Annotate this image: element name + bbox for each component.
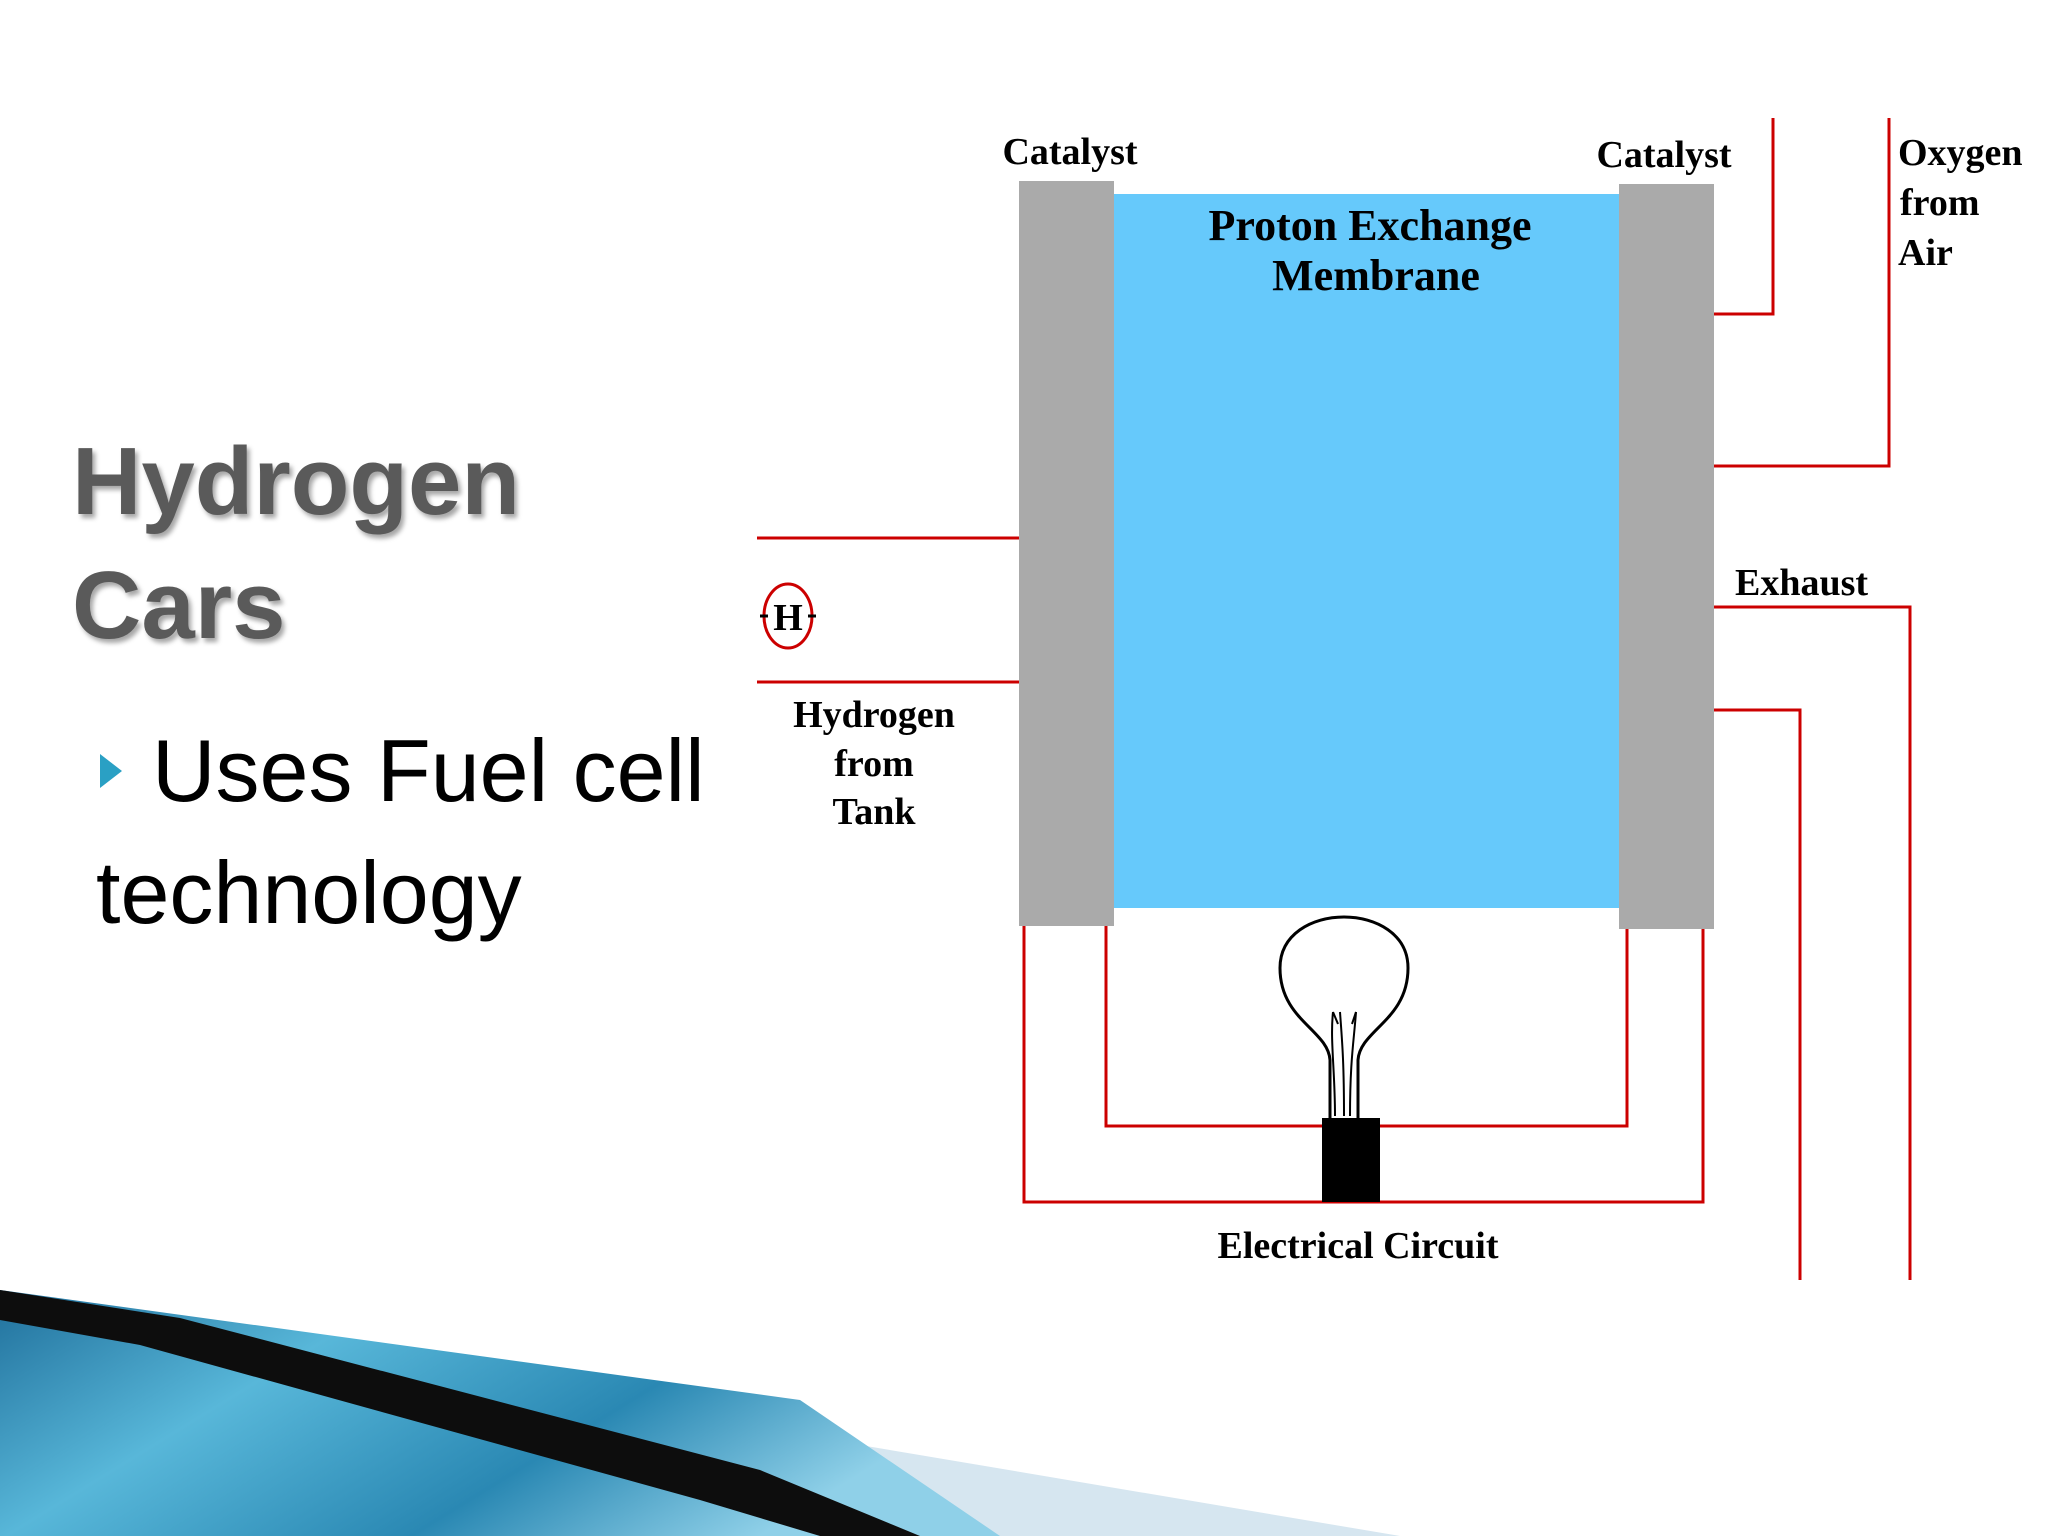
oxygen-inlet-lines <box>1714 118 1891 468</box>
membrane-label-line-1: Proton Exchange <box>1208 201 1531 250</box>
catalyst-right-label: Catalyst <box>1596 134 1731 176</box>
title-line-1: Hydrogen <box>72 428 521 535</box>
exhaust-label: Exhaust <box>1735 562 1868 604</box>
bullet-text: Uses Fuel cell technology <box>96 721 705 942</box>
catalyst-right-plate <box>1619 184 1714 929</box>
hydrogen-label-line-1: Hydrogen <box>793 694 955 736</box>
hydrogen-inlet-lines <box>757 536 1019 684</box>
electrical-circuit-label: Electrical Circuit <box>1217 1225 1498 1267</box>
title-line-2: Cars <box>72 552 286 659</box>
hydrogen-atom-symbol: H <box>773 597 803 639</box>
catalyst-left-label: Catalyst <box>1002 131 1137 173</box>
oxygen-label-line-3: Air <box>1898 232 1953 274</box>
oxygen-label-line-2: from <box>1900 182 1980 224</box>
exhaust-lines <box>1714 605 1912 1280</box>
light-bulb-icon <box>1278 915 1410 1202</box>
hydrogen-label-line-3: Tank <box>832 791 916 833</box>
proton-exchange-membrane <box>1113 194 1619 908</box>
slide-title: Hydrogen Cars <box>72 420 752 668</box>
catalyst-left-plate <box>1019 181 1114 926</box>
membrane-label-line-2: Membrane <box>1272 251 1480 300</box>
oxygen-label-line-1: Oxygen <box>1898 132 2023 174</box>
bullet-item: Uses Fuel cell technology <box>96 710 756 954</box>
bullet-arrow-icon <box>100 753 122 788</box>
hydrogen-label-line-2: from <box>834 743 914 785</box>
